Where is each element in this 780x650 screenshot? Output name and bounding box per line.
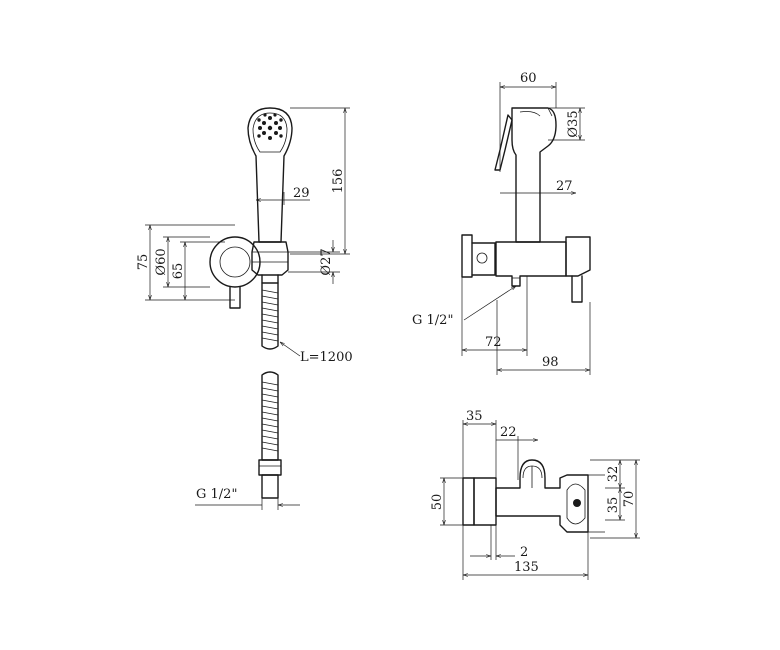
dim-head-width: 29 [293,186,310,201]
side-valve [461,234,591,303]
top-view: 35 22 32 35 70 50 2 135 [430,409,640,580]
dim-head-height: 156 [331,169,346,194]
wall-rosette [209,236,261,309]
dim-top-50: 50 [430,494,445,511]
dim-top-22: 22 [500,425,517,440]
side-handset [494,107,557,243]
dim-handle-width: 27 [556,179,573,194]
shower-head [247,107,293,243]
dim-top-35v: 35 [606,497,621,514]
dim-top-2: 2 [520,545,528,560]
dim-rosette-height: 75 [136,254,151,271]
dim-top-70: 70 [622,491,637,508]
dim-rosette-mid: 65 [171,263,186,280]
dim-depth-98: 98 [542,355,559,370]
hose-lower [258,371,282,499]
front-view: 156 29 Ø27 75 Ø60 65 L=1200 G 1/2" [136,107,353,510]
hose-upper [261,282,279,350]
dim-top-135: 135 [514,560,539,575]
holder [251,241,289,284]
dim-holder-dia: Ø27 [319,248,334,275]
dim-top-35: 35 [466,409,483,424]
label-thread-front: G 1/2" [196,487,237,502]
dim-depth-72: 72 [485,335,502,350]
nozzle-holes [257,113,283,140]
dim-top-32: 32 [606,466,621,483]
label-hose-length: L=1200 [300,350,353,365]
side-view: 60 Ø35 27 G 1/2" 72 98 [412,71,591,375]
dim-side-width: 60 [520,71,537,86]
dim-nozzle-dia: Ø35 [566,110,581,137]
dim-rosette-dia: Ø60 [154,248,169,275]
label-thread-side: G 1/2" [412,313,453,328]
